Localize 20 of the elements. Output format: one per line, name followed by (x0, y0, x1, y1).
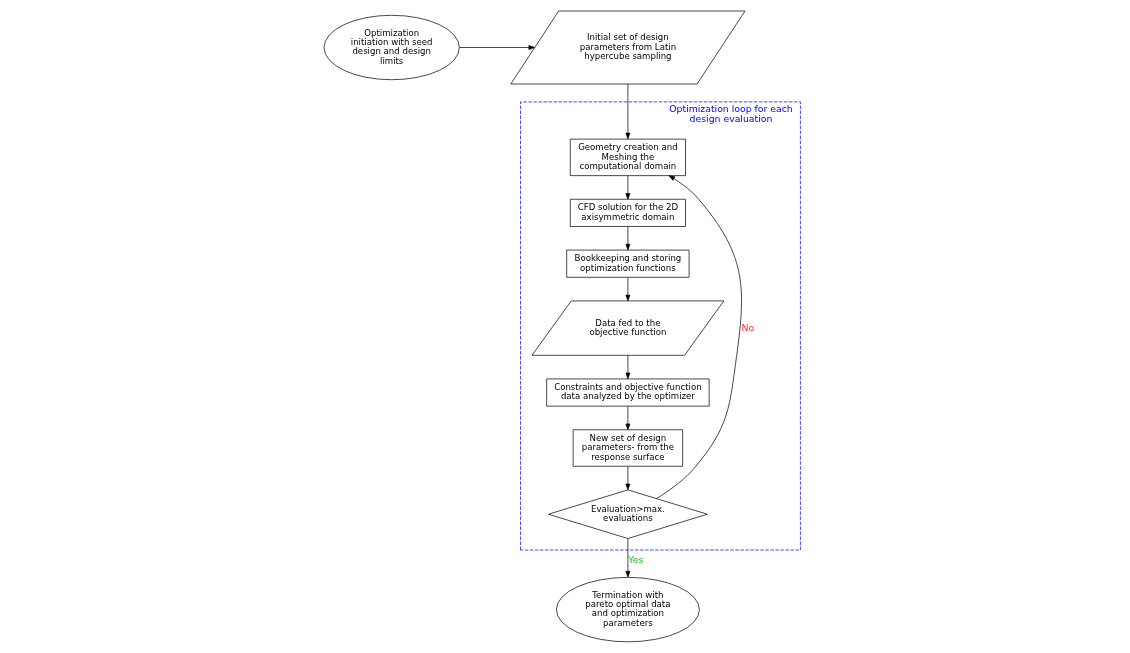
arrow (625, 83, 631, 140)
arrow (625, 355, 631, 380)
node-ellipse: Optimization initiation with seed design and design limits (323, 14, 460, 81)
arrow (625, 466, 631, 491)
arrow (625, 277, 631, 302)
arrow (625, 405, 631, 430)
arrow (625, 226, 631, 251)
arrow (625, 538, 631, 578)
node-box: Constraints and objective function data analyzed by the optimizer (546, 378, 710, 407)
node-ellipse: Termination with pareto optimal data and optimization parameters (556, 577, 700, 643)
arrow (625, 175, 631, 200)
node-box: CFD solution for the 2D axisymmetric domain (569, 198, 686, 227)
node-box: Geometry creation and Meshing the computational domain (569, 138, 686, 176)
arrow (459, 45, 535, 50)
arrow (656, 175, 742, 499)
edge-label: No (741, 321, 755, 333)
node-box: New set of design parameters- from the response surface (572, 429, 683, 467)
edge-label: Yes (628, 554, 644, 566)
node-box: Bookkeeping and storing optimization functions (566, 249, 690, 278)
node-diamond: Evaluation>max. evaluations (548, 489, 708, 539)
